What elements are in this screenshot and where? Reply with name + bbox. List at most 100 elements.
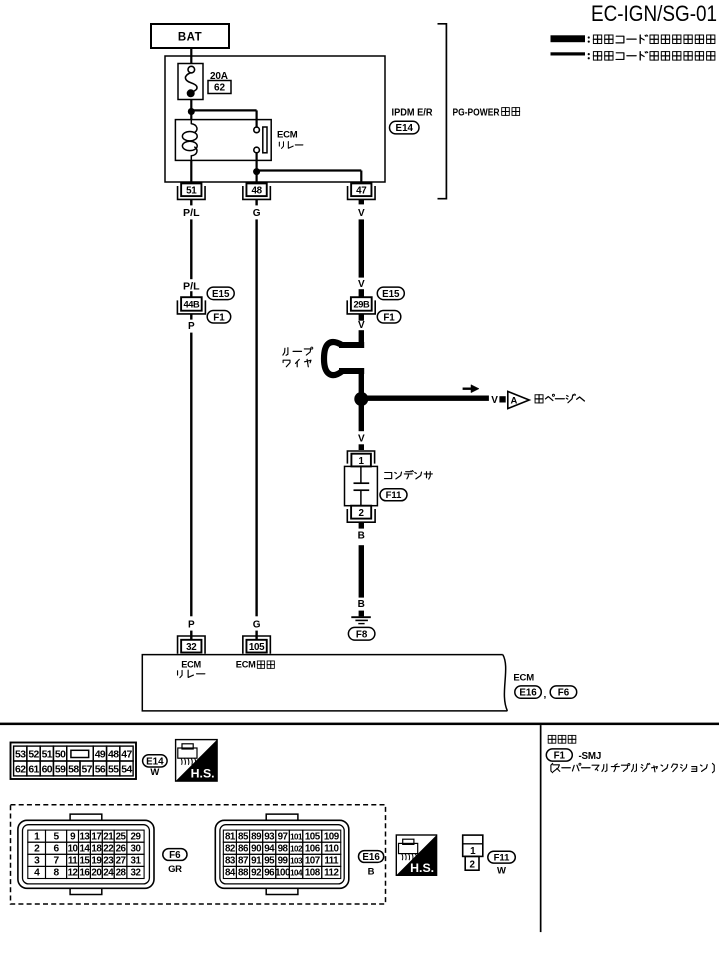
svg-text:20A: 20A [210, 71, 228, 82]
svg-text:ECM: ECM [181, 660, 201, 670]
svg-text:93: 93 [264, 831, 275, 842]
svg-text:49: 49 [95, 750, 106, 761]
svg-text:A: A [511, 396, 518, 407]
svg-text:50: 50 [55, 750, 66, 761]
svg-text:5: 5 [53, 831, 59, 842]
svg-text:99: 99 [278, 856, 289, 867]
svg-text:32: 32 [186, 642, 197, 653]
svg-text:110: 110 [324, 844, 339, 855]
svg-text:17: 17 [91, 831, 102, 842]
svg-text:96: 96 [264, 868, 275, 879]
svg-text:26: 26 [116, 844, 127, 855]
svg-text:18: 18 [91, 844, 102, 855]
svg-text:82: 82 [225, 844, 236, 855]
svg-text:95: 95 [264, 856, 275, 867]
svg-text:47: 47 [121, 750, 132, 761]
svg-text:61: 61 [28, 765, 39, 776]
svg-text:85: 85 [238, 831, 249, 842]
svg-text:94: 94 [264, 844, 275, 855]
svg-text:2: 2 [469, 859, 475, 870]
svg-text:84: 84 [225, 868, 236, 879]
svg-text:2: 2 [34, 844, 40, 855]
svg-text:30: 30 [131, 844, 142, 855]
svg-text:2: 2 [358, 508, 364, 519]
svg-text:22: 22 [103, 844, 114, 855]
svg-text:106: 106 [305, 844, 321, 855]
svg-text:P: P [188, 321, 195, 332]
svg-text:102: 102 [290, 845, 303, 854]
svg-text:32: 32 [131, 868, 142, 879]
svg-text:3: 3 [34, 856, 40, 867]
svg-text:92: 92 [251, 868, 262, 879]
svg-text:56: 56 [95, 765, 106, 776]
svg-text:E15: E15 [382, 289, 400, 300]
svg-text:31: 31 [131, 856, 142, 867]
svg-text:F11: F11 [494, 853, 511, 864]
svg-text:51: 51 [186, 185, 197, 196]
svg-text:F6: F6 [169, 850, 181, 861]
svg-text:103: 103 [290, 857, 303, 866]
svg-text:13: 13 [79, 831, 90, 842]
svg-text:48: 48 [251, 185, 262, 196]
svg-text:E16: E16 [362, 852, 380, 863]
svg-text:F1: F1 [554, 751, 566, 762]
svg-text:105: 105 [305, 831, 321, 842]
svg-text:6: 6 [53, 844, 59, 855]
svg-text:98: 98 [278, 844, 289, 855]
svg-text:90: 90 [251, 844, 262, 855]
svg-text:54: 54 [121, 765, 132, 776]
svg-text:PG-POWER: PG-POWER [453, 107, 501, 118]
svg-text:G: G [253, 208, 261, 219]
svg-text:59: 59 [55, 765, 66, 776]
svg-text:16: 16 [79, 868, 90, 879]
svg-text:E14: E14 [396, 123, 414, 134]
svg-text:51: 51 [42, 750, 53, 761]
svg-text:F6: F6 [558, 688, 570, 699]
svg-text:104: 104 [290, 869, 303, 878]
svg-text:24: 24 [103, 868, 114, 879]
svg-text:F1: F1 [383, 312, 395, 323]
svg-text:F1: F1 [213, 312, 225, 323]
svg-text:B: B [358, 599, 365, 610]
svg-text:101: 101 [290, 832, 303, 841]
svg-text:97: 97 [278, 831, 289, 842]
svg-text:21: 21 [103, 831, 114, 842]
svg-text:G: G [253, 620, 261, 631]
svg-text:105: 105 [249, 642, 265, 653]
svg-text:V: V [491, 395, 498, 406]
svg-text:IPDM E/R: IPDM E/R [392, 107, 434, 118]
svg-text:88: 88 [238, 868, 249, 879]
svg-text:19: 19 [91, 856, 102, 867]
svg-text:12: 12 [68, 868, 79, 879]
svg-text:B: B [358, 530, 365, 541]
svg-text:57: 57 [81, 765, 92, 776]
svg-text:27: 27 [116, 856, 127, 867]
svg-text:25: 25 [116, 831, 127, 842]
svg-text:V: V [358, 279, 365, 290]
svg-text:4: 4 [34, 868, 40, 879]
svg-text:W: W [150, 767, 159, 778]
svg-text:53: 53 [15, 750, 26, 761]
svg-text:28: 28 [116, 868, 127, 879]
svg-text:108: 108 [305, 868, 321, 879]
svg-text:F8: F8 [356, 629, 368, 640]
svg-text:60: 60 [42, 765, 53, 776]
svg-text:91: 91 [251, 856, 262, 867]
svg-text:P/L: P/L [183, 282, 200, 293]
svg-text:48: 48 [108, 750, 119, 761]
svg-text:-SMJ: -SMJ [579, 751, 602, 762]
svg-text:1: 1 [358, 456, 364, 467]
svg-text:62: 62 [214, 82, 226, 93]
svg-text:10: 10 [68, 844, 79, 855]
svg-text:44B: 44B [183, 300, 200, 310]
svg-text:F11: F11 [386, 490, 403, 501]
svg-text:29: 29 [131, 831, 142, 842]
svg-text:11: 11 [68, 856, 78, 867]
svg-text:E15: E15 [212, 289, 230, 300]
svg-text:58: 58 [68, 765, 79, 776]
svg-text:81: 81 [225, 831, 236, 842]
svg-text:1: 1 [470, 846, 476, 857]
svg-text:15: 15 [79, 856, 90, 867]
svg-text:55: 55 [108, 765, 119, 776]
svg-text:86: 86 [238, 844, 249, 855]
